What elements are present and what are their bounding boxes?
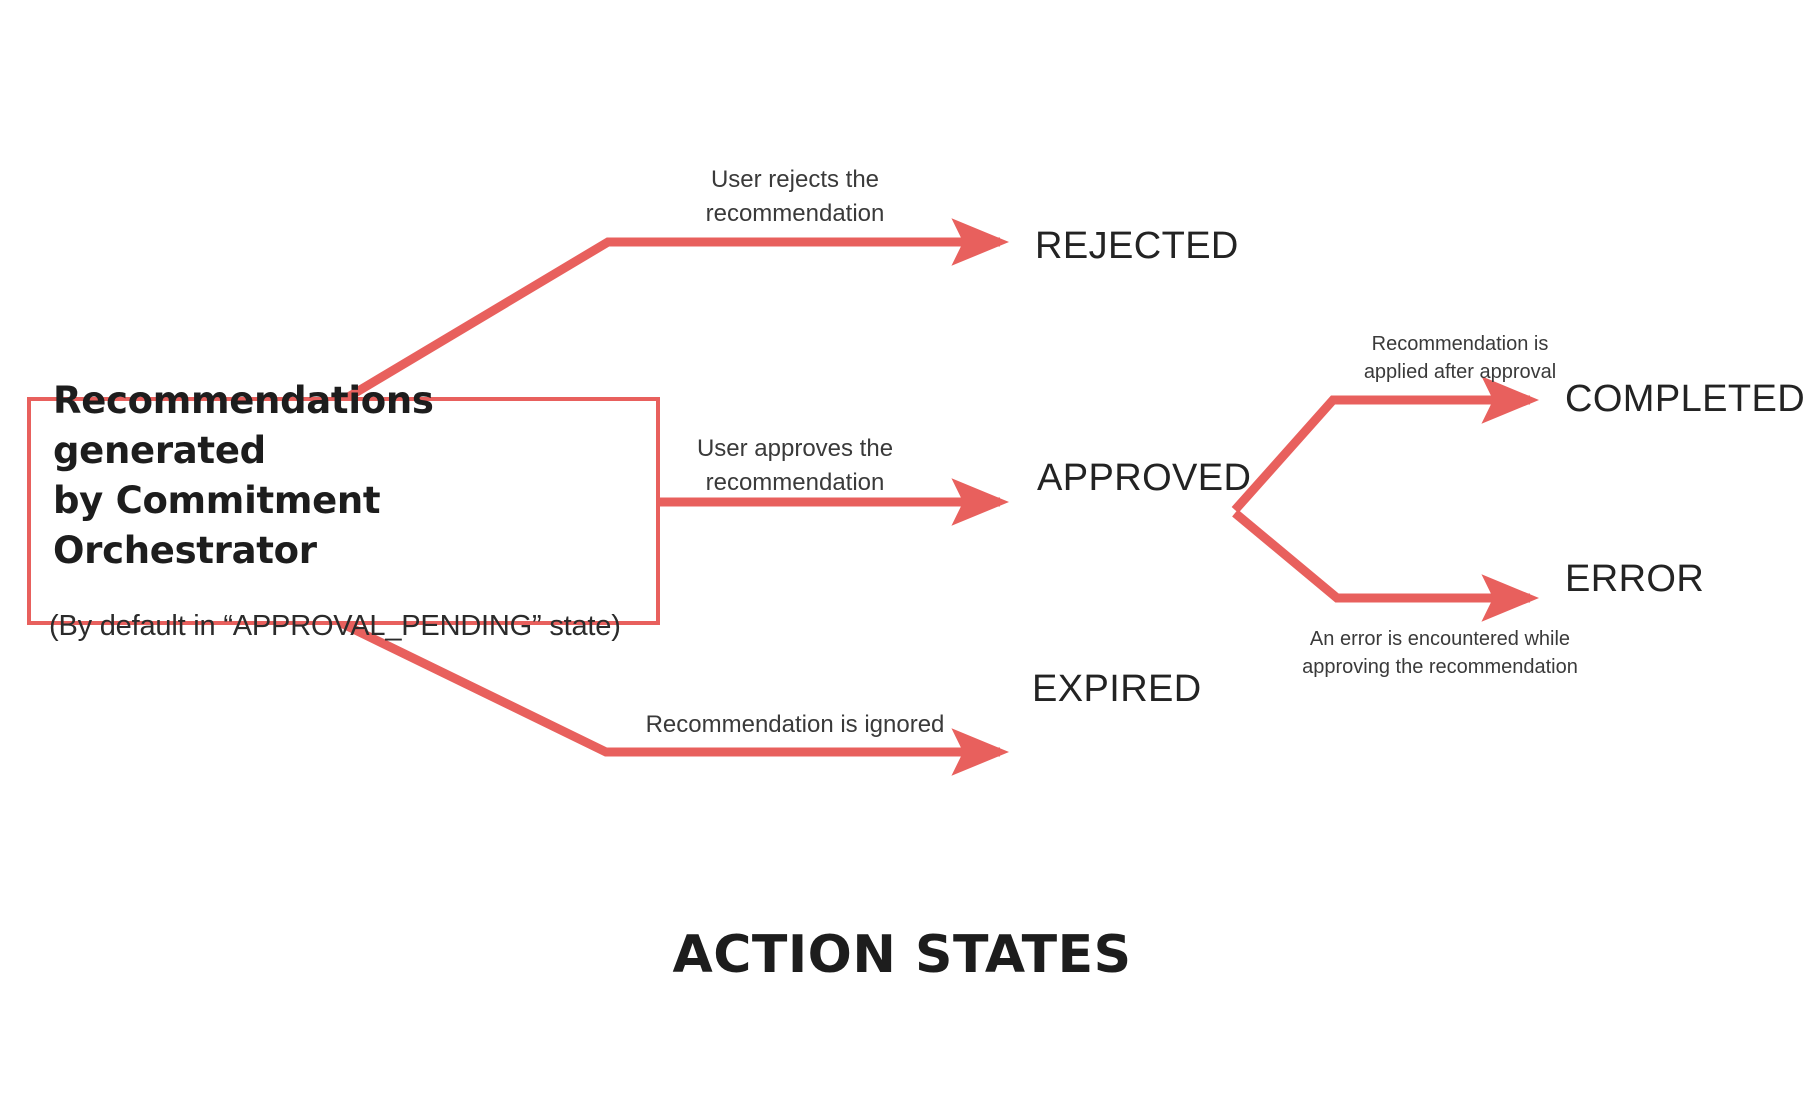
source-node-subtitle: (By default in “APPROVAL_PENDING” state): [49, 610, 621, 643]
edge-to-error: [1232, 509, 1539, 622]
state-expired: EXPIRED: [1032, 668, 1202, 710]
source-node-title-line1: Recommendations generated: [53, 379, 434, 473]
source-node-title-line2: by Commitment Orchestrator: [53, 479, 381, 573]
edge-to-completed: [1231, 376, 1539, 513]
source-node-box: Recommendations generated by Commitment …: [27, 379, 660, 642]
state-completed: COMPLETED: [1565, 378, 1804, 420]
edge-label-to-approved: User approves the recommendation: [696, 435, 894, 497]
state-error: ERROR: [1565, 558, 1705, 600]
edge-label-to-error: An error is encountered while approving …: [1302, 628, 1578, 679]
edge-label-to-expired: Recommendation is ignored: [645, 711, 945, 738]
state-approved: APPROVED: [1037, 457, 1252, 499]
edge-label-to-rejected: User rejects the recommendation: [705, 166, 885, 228]
edge-to-rejected: [342, 218, 1009, 403]
diagram-title: ACTION STATES: [672, 925, 1132, 985]
state-rejected: REJECTED: [1035, 225, 1239, 267]
edge-label-to-completed: Recommendation is applied after approval: [1363, 333, 1557, 384]
edge-to-expired: [339, 618, 1009, 776]
source-node-title: Recommendations generated by Commitment …: [53, 376, 642, 576]
